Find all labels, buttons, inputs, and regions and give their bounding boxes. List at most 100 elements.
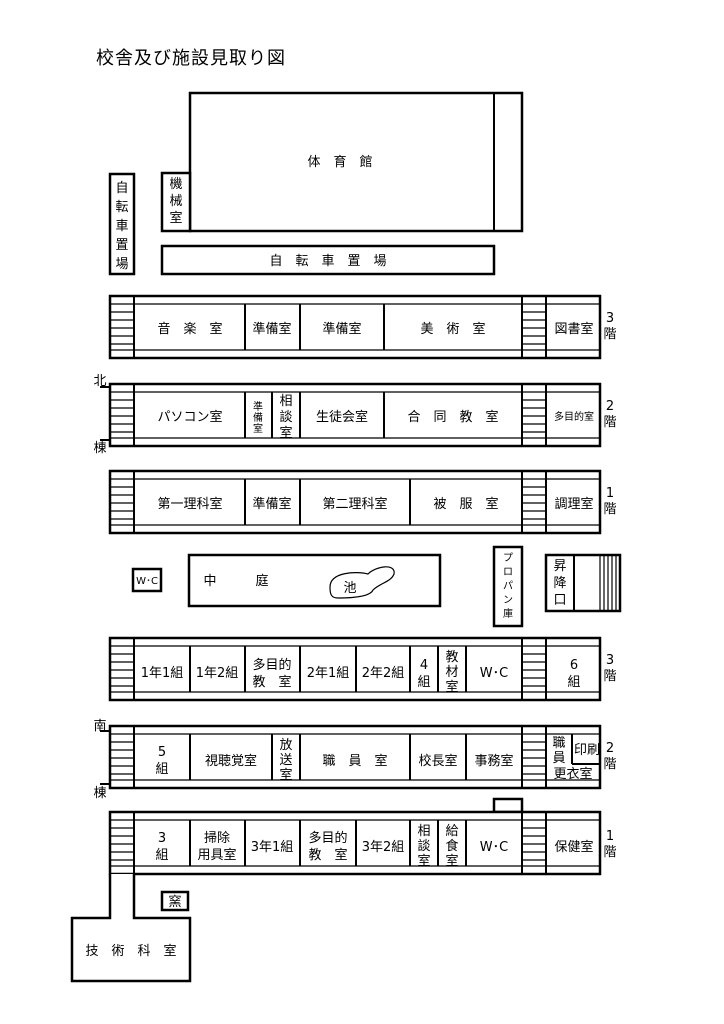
wc-small: W･C [131,567,163,593]
svg-text:掃除: 掃除 [204,830,230,846]
svg-text:車: 車 [115,219,128,234]
svg-text:窯: 窯 [168,895,181,910]
room-clothing: 被 服 室 [433,496,498,512]
svg-text:談: 談 [279,409,292,425]
bicycle-parking-horizontal: 自 転 車 置 場 [160,244,496,276]
room-staff: 職 員 室 [322,753,387,769]
svg-text:階: 階 [603,757,616,772]
gymnasium: 体 育 館 [188,91,524,233]
connector [492,797,524,814]
svg-text:昇: 昇 [553,559,566,574]
svg-text:階: 階 [603,502,616,517]
svg-text:室: 室 [279,767,292,783]
svg-text:3: 3 [158,831,166,846]
technology-room: 技 術 科 室 [70,874,192,983]
svg-text:送: 送 [279,753,292,768]
room-1-2: 1年2組 [196,666,239,681]
room-2-1: 2年1組 [307,666,350,681]
svg-text:ン: ン [503,595,513,606]
svg-text:階: 階 [603,669,616,684]
room-library: 図書室 [554,321,593,337]
room-av: 視聴覚室 [205,753,257,769]
room-print: 印刷 [574,743,600,758]
bicycle-parking-vertical: 自 転 車 置 場 [108,172,136,276]
svg-text:2: 2 [606,741,614,756]
svg-text:械: 械 [169,194,182,209]
svg-text:2: 2 [606,399,614,414]
room-3-1: 3年1組 [251,840,294,855]
svg-text:組: 組 [417,675,430,690]
north-3f: 音 楽 室 準備室 準備室 美 術 室 図書室 3 階 [108,294,617,360]
room-student-council: 生徒会室 [316,409,368,425]
svg-text:職: 職 [552,736,565,751]
entrance: 昇 降 口 [544,553,622,613]
room-changing: 更衣室 [553,766,592,782]
svg-text:相: 相 [279,394,292,409]
svg-text:相: 相 [417,824,430,839]
svg-text:降: 降 [553,576,566,591]
gym-label: 体 育 館 [307,154,372,170]
svg-text:プ: プ [503,552,513,564]
svg-text:用具室: 用具室 [197,847,236,863]
north-1f: 第一理科室 準備室 第二理科室 被 服 室 調理室 1 階 [108,469,617,535]
room-science1: 第一理科室 [157,496,222,512]
svg-text:1: 1 [606,829,614,844]
svg-text:場: 場 [115,257,128,272]
svg-text:3: 3 [606,653,614,668]
north-wing-label: 棟 [93,441,106,456]
room-principal: 校長室 [418,753,457,769]
svg-text:室: 室 [169,210,182,226]
svg-text:組: 組 [155,848,168,863]
room-3-2: 3年2組 [362,840,405,855]
north-wing-label: 北 [93,374,106,389]
room-science2: 第二理科室 [322,496,387,512]
svg-text:3: 3 [606,311,614,326]
svg-text:教: 教 [445,649,458,665]
svg-text:階: 階 [603,845,616,860]
room-prep: 準備室 [322,321,361,337]
svg-text:組: 組 [567,675,580,690]
svg-text:室: 室 [445,853,458,869]
south-1f: 3 組 掃除 用具室 3年1組 多目的 教 室 3年2組 相 談 室 給 食 室… [108,810,617,876]
svg-text:W･C: W･C [136,576,158,587]
svg-text:パ: パ [503,580,513,592]
north-2f: パソコン室 準 備 室 相 談 室 生徒会室 合 同 教 室 多目的室 2 階 [108,382,617,448]
svg-text:4: 4 [420,658,428,673]
svg-text:転: 転 [115,200,128,215]
room-wc: W･C [480,666,508,681]
propane-storage: プ ロ パ ン 庫 [492,545,524,628]
svg-text:準: 準 [253,400,263,413]
svg-text:階: 階 [603,327,616,342]
svg-text:庫: 庫 [503,607,513,620]
courtyard: 中 庭 池 [187,553,442,608]
south-wing-label: 棟 [93,786,106,801]
svg-text:技 術 科 室: 技 術 科 室 [85,943,176,959]
svg-text:多目的: 多目的 [252,657,291,673]
svg-text:員: 員 [552,751,565,766]
svg-text:教 室: 教 室 [308,847,347,863]
kiln: 窯 [160,890,190,912]
svg-text:自 転 車 置 場: 自 転 車 置 場 [269,254,386,269]
svg-text:1: 1 [606,486,614,501]
svg-text:6: 6 [570,658,578,673]
svg-text:ロ: ロ [503,567,513,578]
svg-text:階: 階 [603,415,616,430]
svg-text:室: 室 [253,422,263,435]
pond-shape [329,566,395,599]
room-office: 事務室 [474,753,513,769]
svg-text:組: 組 [155,762,168,777]
svg-text:室: 室 [445,679,458,695]
svg-text:5: 5 [158,745,166,760]
svg-text:機: 機 [169,177,182,192]
page-title: 校舎及び施設見取り図 [96,48,286,69]
room-joint: 合 同 教 室 [407,409,498,425]
south-2f: 5 組 視聴覚室 放 送 室 職 員 室 校長室 事務室 職 員 印刷 更衣室 … [108,724,617,790]
south-3f: 1年1組 1年2組 多目的 教 室 2年1組 2年2組 4 組 教 材 室 W･… [108,636,617,702]
room-art: 美 術 室 [420,321,485,337]
room-cooking: 調理室 [554,496,593,512]
svg-text:中 庭: 中 庭 [203,573,268,589]
svg-text:室: 室 [417,853,430,869]
room-2-2: 2年2組 [362,666,405,681]
svg-text:室: 室 [279,425,292,441]
